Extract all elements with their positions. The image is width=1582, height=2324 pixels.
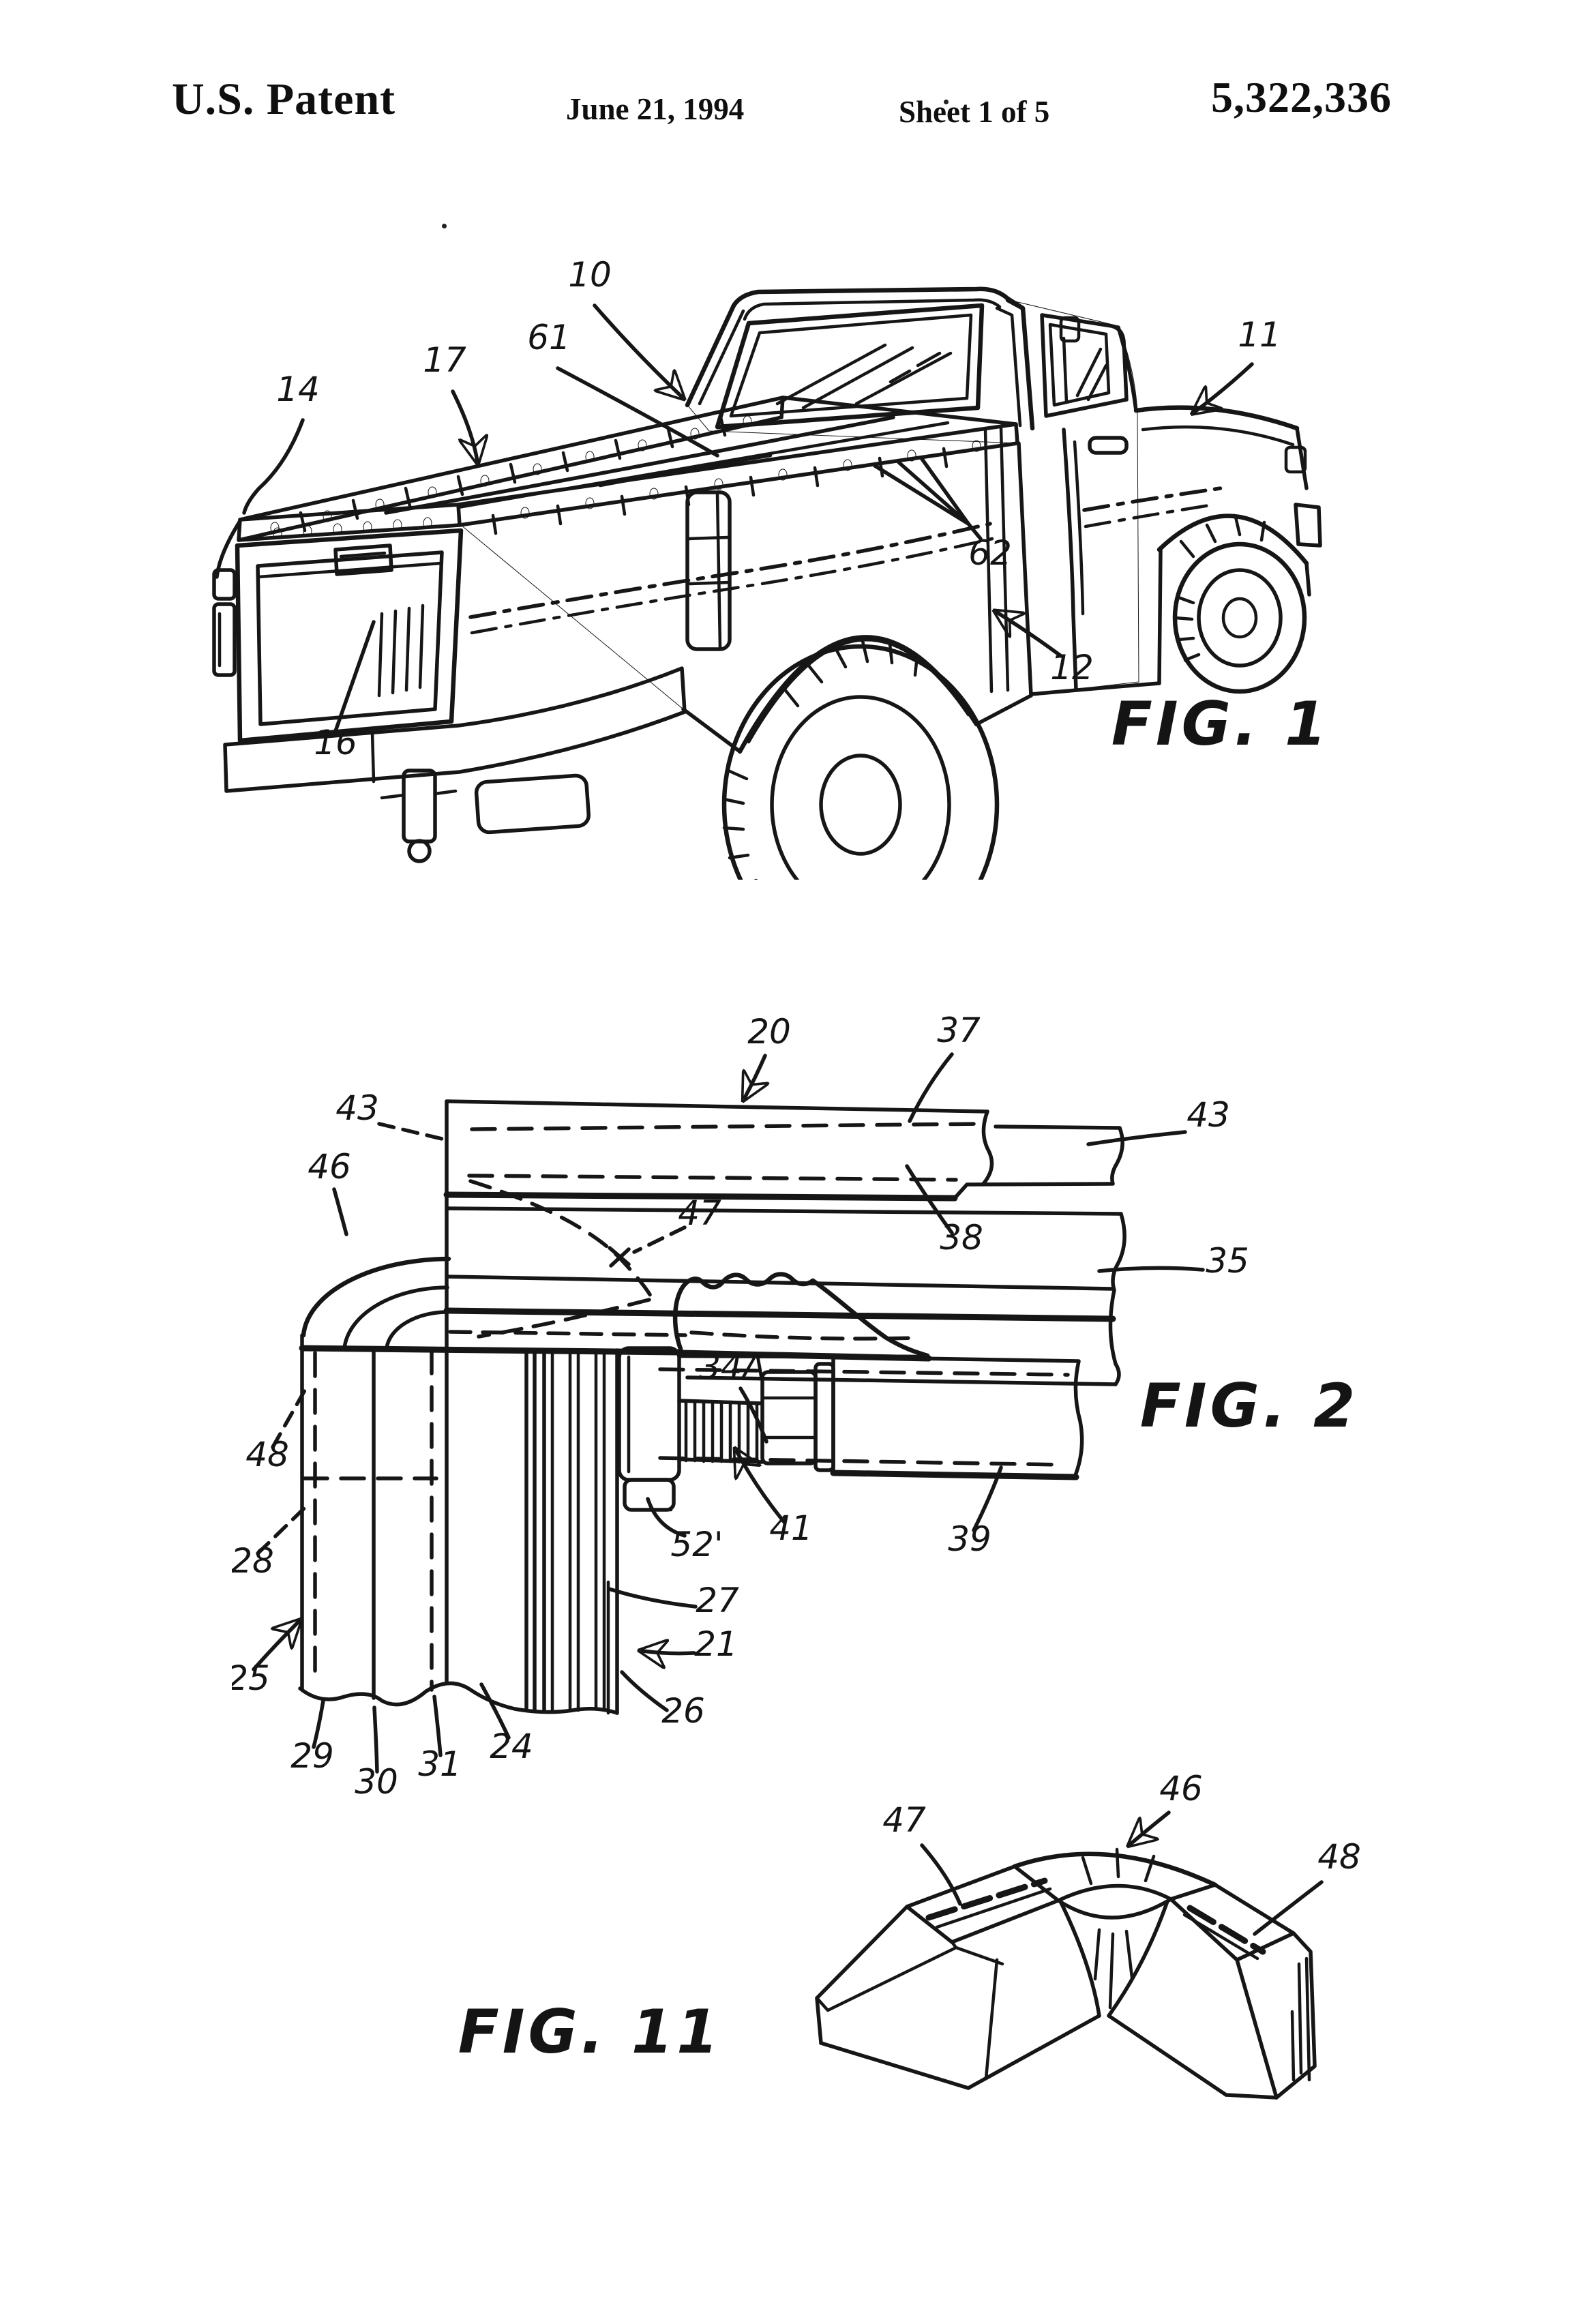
snap-fasteners-right-rail [491,440,981,535]
corner-piece [815,1847,1317,2100]
ref-label: 20 [747,1012,791,1052]
tailgate [235,528,464,743]
fig1-leaders [242,303,1254,733]
washer [814,1362,835,1472]
ref-label: 31 [418,1744,462,1784]
door-handle [1088,436,1129,455]
ref-label: 43 [335,1088,379,1128]
rear-wheel [721,644,1000,880]
fig11-corner-piece-drawing: 47 46 48 FIG. 11 [458,1769,1361,2100]
ref-label: 27 [696,1581,739,1620]
scan-speck [944,100,949,104]
bed-side-wall-section [298,1345,683,1715]
ref-label: 43 [1186,1095,1230,1135]
fig1-labels: 10 17 61 14 11 62 12 16 FIG. 1 [276,255,1330,762]
ref-label: 35 [1206,1241,1249,1281]
bed-corner-light [685,490,732,651]
nut [760,1370,818,1465]
header-title: U.S. Patent [172,74,396,124]
ref-label: 37 [937,1011,981,1050]
cab [685,286,1223,696]
ref-label: 34A [699,1347,766,1387]
front-wheel [1172,541,1307,694]
fig2-leaders [252,1052,1205,1774]
hidden-corner-piece-outline [468,1179,657,1339]
ref-label: 46 [308,1147,351,1187]
ref-label: 61 [527,318,571,357]
ref-label: 52' [670,1525,723,1564]
ref-label: 17 [423,340,466,380]
ref-label: 16 [314,723,357,762]
cover-and-rail [443,1099,1126,1386]
side-mirror [1059,316,1081,343]
lower-rail-channel [658,1355,1084,1480]
fig2-labels: 20 37 43 43 46 47 38 35 34A 48 52' 41 39… [232,1011,1358,1802]
fig11-leaders [920,1811,1324,1936]
ref-label: 46 [1159,1769,1203,1808]
ref-label: 48 [245,1435,289,1474]
ref-label: 21 [694,1624,738,1664]
rail-corner-elbow [300,1256,451,1350]
fig2-caption: FIG. 2 [1140,1371,1358,1441]
ref-label: 48 [1317,1837,1361,1877]
fig11-labels: 47 46 48 FIG. 11 [458,1769,1361,2067]
door-seam [1062,428,1078,692]
ref-label: 47 [678,1193,721,1233]
ref-label: 10 [568,255,612,295]
ref-label: 38 [940,1218,983,1257]
ref-label: 26 [661,1691,705,1731]
marker-light [1284,445,1307,474]
snap-fasteners-rear-rail [273,517,432,539]
rear-window [715,303,985,430]
ref-label: 25 [232,1658,270,1698]
clamp-assembly [617,1346,835,1512]
fig1-caption: FIG. 1 [1111,689,1330,759]
header-patent-number: 5,322,336 [1211,73,1392,121]
underbody [380,769,591,863]
scan-speck [442,224,447,228]
fig2-section-drawing: 20 37 43 43 46 47 38 35 34A 48 52' 41 39… [232,1011,1358,1802]
tail-light [212,519,242,677]
tonneau-cover [237,396,1019,542]
ref-label: 39 [948,1519,991,1559]
ref-label: 62 [968,533,1012,573]
ref-label: 14 [276,370,320,409]
ref-label: 28 [232,1541,274,1581]
rear-bumper [223,666,687,793]
ref-label: 24 [490,1727,533,1766]
ref-label: 41 [769,1508,813,1548]
fig11-caption: FIG. 11 [458,1997,722,2067]
fig1-truck-drawing: 10 17 61 14 11 62 12 16 FIG. 1 [212,255,1330,880]
ref-label: 30 [355,1762,398,1802]
ref-label: 47 [882,1800,926,1840]
tailgate-handle [333,543,393,576]
front-bumper [1294,503,1322,548]
ref-label: 29 [290,1736,334,1776]
header-date: June 21, 1994 [566,92,745,126]
header-sheet-number: Sheet 1 of 5 [899,95,1050,129]
front-wheel-arch [1156,513,1309,566]
ref-label: 11 [1238,315,1281,355]
ref-label: 12 [1050,648,1094,687]
